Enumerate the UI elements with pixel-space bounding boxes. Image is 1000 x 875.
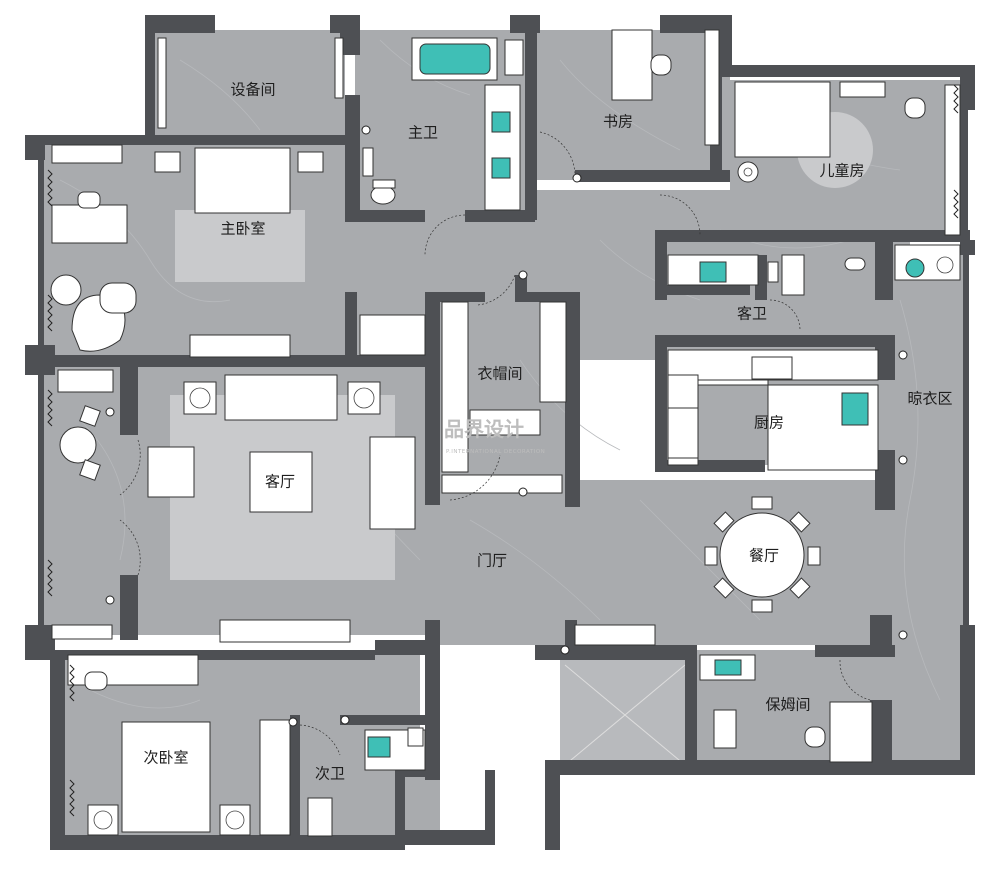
label-drying-area: 晾衣区	[907, 390, 952, 408]
controls	[105, 125, 908, 727]
label-second-bath: 次卫	[315, 765, 345, 783]
bedroom-rug	[175, 210, 305, 282]
porch-lines	[564, 664, 686, 766]
label-master-bath: 主卫	[408, 124, 438, 142]
label-kids-room: 儿童房	[819, 162, 864, 180]
curtains	[47, 84, 959, 817]
label-dining: 餐厅	[749, 547, 779, 565]
watermark-subtitle: P.INTERNATIONAL DECORATION	[446, 449, 545, 455]
label-guest-bath: 客卫	[737, 305, 767, 323]
label-living-room: 客厅	[265, 473, 295, 491]
furniture	[50, 29, 961, 837]
door-swings	[119, 131, 871, 756]
label-nanny-room: 保姆间	[765, 696, 810, 714]
label-foyer: 门厅	[477, 552, 507, 570]
label-kitchen: 厨房	[754, 414, 784, 432]
room-labels: 设备间 主卫 书房 儿童房 主卧室 客卫 衣帽间 晾衣区 厨房 客厅 门厅 餐厅…	[143, 81, 952, 783]
watermark-brand: 品界设计	[444, 417, 524, 441]
label-study: 书房	[603, 113, 633, 131]
label-master-bedroom: 主卧室	[220, 220, 265, 238]
watermark: 品界设计 P.INTERNATIONAL DECORATION	[444, 417, 545, 455]
label-equipment-room: 设备间	[230, 81, 275, 99]
label-cloakroom: 衣帽间	[477, 365, 522, 383]
label-second-bedroom: 次卧室	[143, 749, 188, 767]
